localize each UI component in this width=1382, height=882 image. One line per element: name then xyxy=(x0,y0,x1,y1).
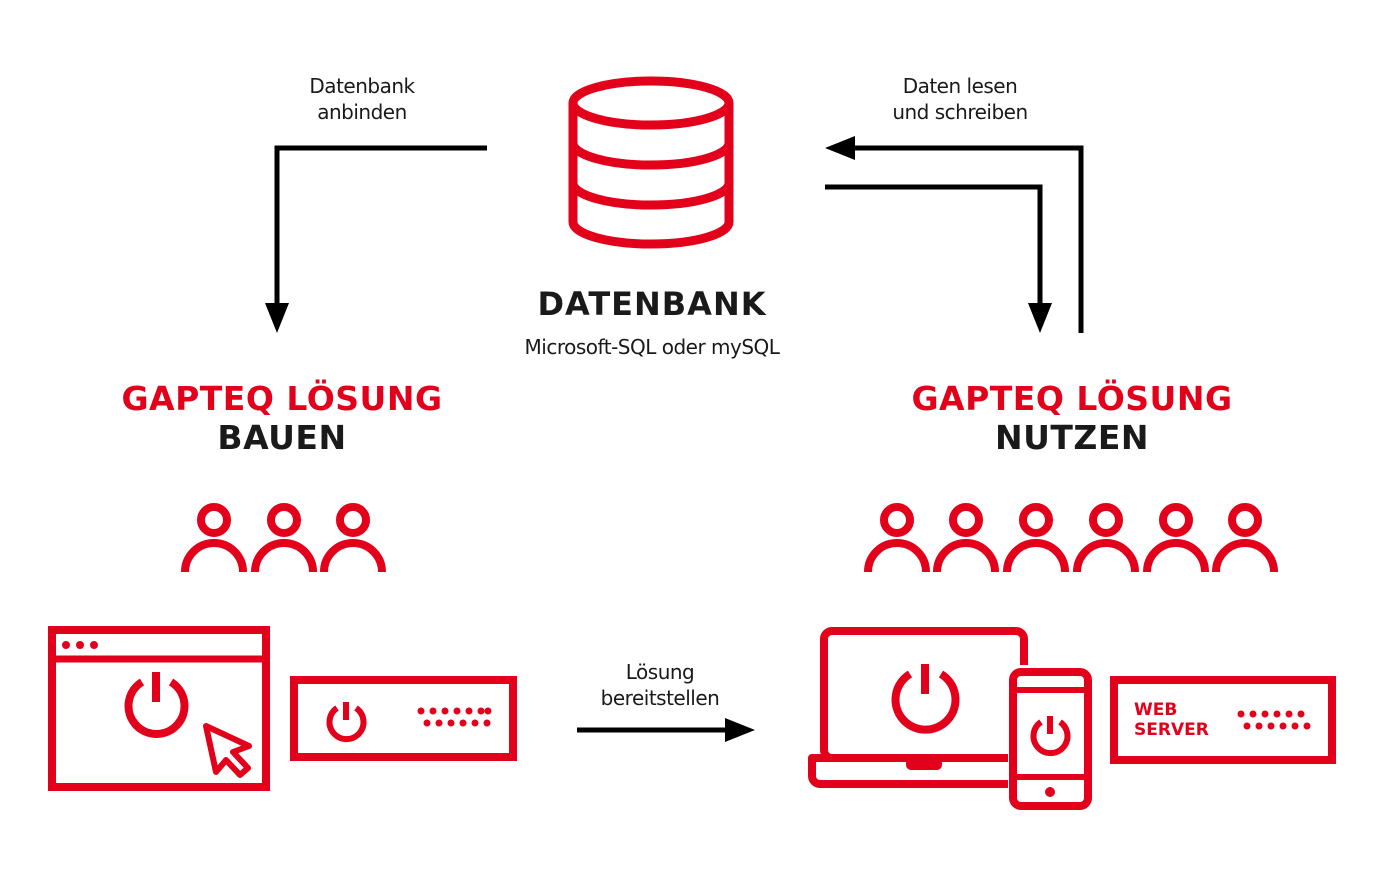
user-icon xyxy=(1212,503,1278,573)
connect-database-arrow xyxy=(265,145,487,333)
deploy-arrow xyxy=(577,718,755,742)
power-icon xyxy=(891,664,960,734)
user-icon xyxy=(1143,503,1209,573)
power-icon xyxy=(326,702,367,743)
build-title-black: BAUEN xyxy=(217,418,347,457)
user-icon xyxy=(181,503,247,573)
read-write-arrows xyxy=(825,136,1084,333)
database-subtitle: Microsoft-SQL oder mySQL xyxy=(524,335,780,359)
use-title-black: NUTZEN xyxy=(994,418,1149,457)
read-write-label-line1: Daten lesen xyxy=(902,74,1018,98)
indicator-dots xyxy=(1237,710,1311,730)
browser-window-icon xyxy=(48,626,270,791)
power-icon xyxy=(124,672,189,738)
use-users-icon xyxy=(864,503,1278,573)
cursor-icon xyxy=(203,723,252,778)
connect-database-label-line2: anbinden xyxy=(317,100,407,124)
build-title-red: GAPTEQ LÖSUNG xyxy=(121,379,443,418)
build-server-icon xyxy=(290,676,517,761)
connect-database-label-line1: Datenbank xyxy=(309,74,415,98)
deploy-label-line2: bereitstellen xyxy=(600,686,720,710)
laptop-icon xyxy=(808,627,1028,788)
phone-icon xyxy=(1009,668,1092,810)
power-icon xyxy=(1030,716,1071,757)
read-write-label: Daten lesen und schreiben xyxy=(840,73,1080,125)
user-icon xyxy=(320,503,386,573)
database-title: DATENBANK xyxy=(537,285,767,323)
build-users-icon xyxy=(181,503,386,573)
read-write-label-line2: und schreiben xyxy=(892,100,1028,124)
user-icon xyxy=(251,503,317,573)
user-icon xyxy=(933,503,999,573)
deploy-label: Lösung bereitstellen xyxy=(560,659,760,711)
web-server-label-line2: SERVER xyxy=(1134,720,1209,740)
web-server-icon xyxy=(1110,676,1336,764)
indicator-dots xyxy=(417,707,492,727)
database-icon xyxy=(568,76,734,249)
connect-database-label: Datenbank anbinden xyxy=(262,73,462,125)
deploy-label-line1: Lösung xyxy=(625,660,695,684)
use-title-red: GAPTEQ LÖSUNG xyxy=(911,379,1233,418)
web-server-label: WEB SERVER xyxy=(1134,700,1244,740)
user-icon xyxy=(864,503,930,573)
web-server-label-line1: WEB xyxy=(1134,700,1178,720)
user-icon xyxy=(1003,503,1069,573)
user-icon xyxy=(1073,503,1139,573)
